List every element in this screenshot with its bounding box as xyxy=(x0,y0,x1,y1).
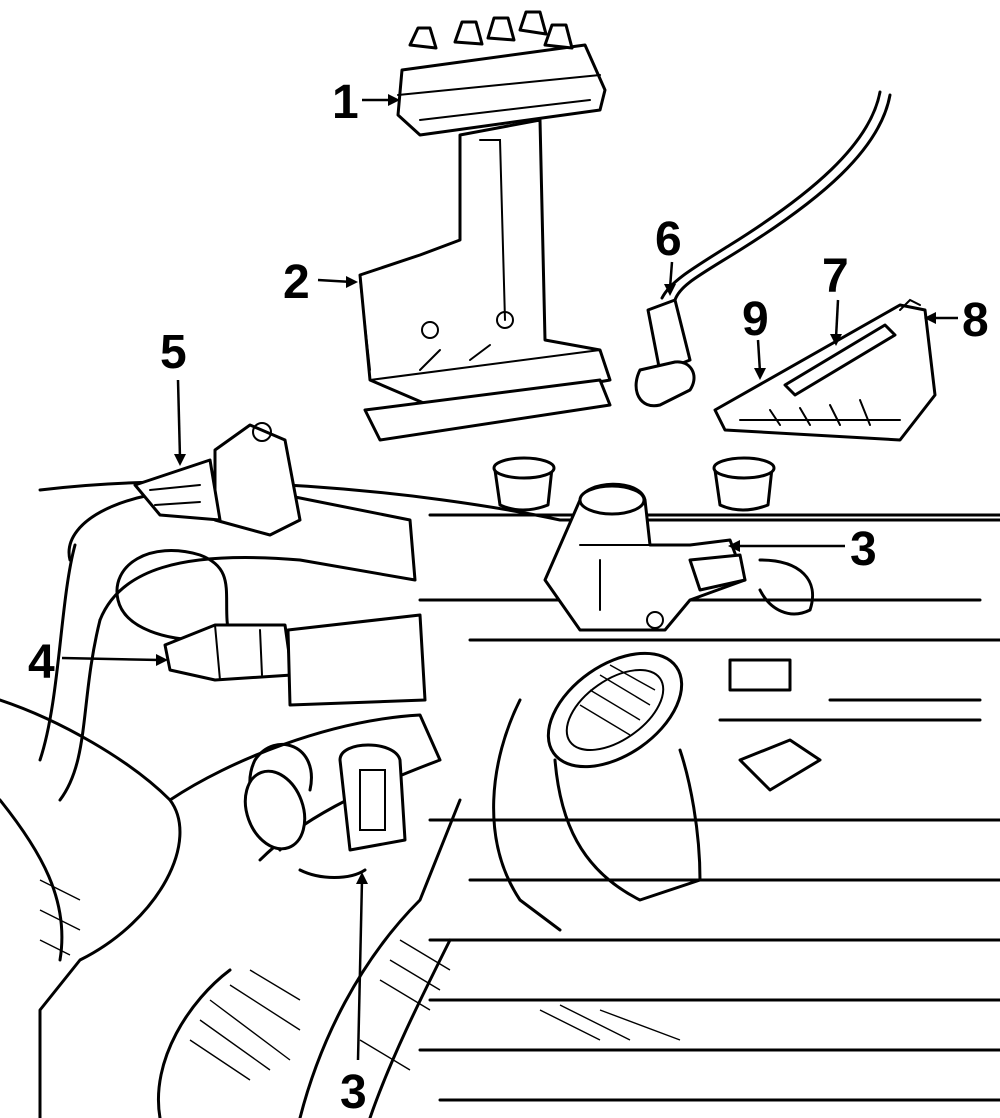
callout-5: 5 xyxy=(160,326,187,379)
leader-1-arrowhead-icon xyxy=(388,94,400,106)
leader-3b-arrowhead-icon xyxy=(356,872,368,884)
leader-5-arrowhead-icon xyxy=(174,454,186,466)
leader-3a-arrowhead-icon xyxy=(728,540,740,552)
leader-7 xyxy=(834,299,840,339)
sensor-3-lower xyxy=(243,742,407,879)
leader-9-arrowhead-icon xyxy=(754,368,766,380)
sensor-4-connector xyxy=(115,549,427,707)
ignition-module xyxy=(713,298,937,442)
leader-8-arrowhead-icon xyxy=(924,312,936,324)
callout-3-lower: 3 xyxy=(340,1066,367,1118)
sensor-3-upper xyxy=(543,482,747,632)
leader-lines xyxy=(61,94,958,1061)
callout-4: 4 xyxy=(28,636,55,689)
leader-3b xyxy=(356,879,364,1061)
spark-plug-wire xyxy=(634,90,892,408)
leader-9 xyxy=(756,339,762,373)
callout-7: 7 xyxy=(822,250,849,303)
callout-1: 1 xyxy=(332,76,359,129)
ignition-coil xyxy=(396,10,607,137)
sensor-5 xyxy=(133,422,302,537)
leader-5 xyxy=(176,379,182,459)
leader-6 xyxy=(668,261,674,289)
callout-3-upper: 3 xyxy=(850,523,877,576)
callout-8: 8 xyxy=(962,294,989,347)
leader-4 xyxy=(61,656,161,662)
callout-labels: 1 2 3 3 4 5 6 7 8 9 xyxy=(28,76,989,1118)
callout-2: 2 xyxy=(283,256,310,309)
engine-background xyxy=(0,456,1000,1118)
leader-6-arrowhead-icon xyxy=(664,284,676,296)
leader-7-arrowhead-icon xyxy=(830,334,842,346)
callout-9: 9 xyxy=(742,293,769,346)
leader-2-arrowhead-icon xyxy=(346,276,358,288)
callout-6: 6 xyxy=(655,213,682,266)
leader-4-arrowhead-icon xyxy=(156,654,168,666)
coil-bracket xyxy=(358,118,612,442)
